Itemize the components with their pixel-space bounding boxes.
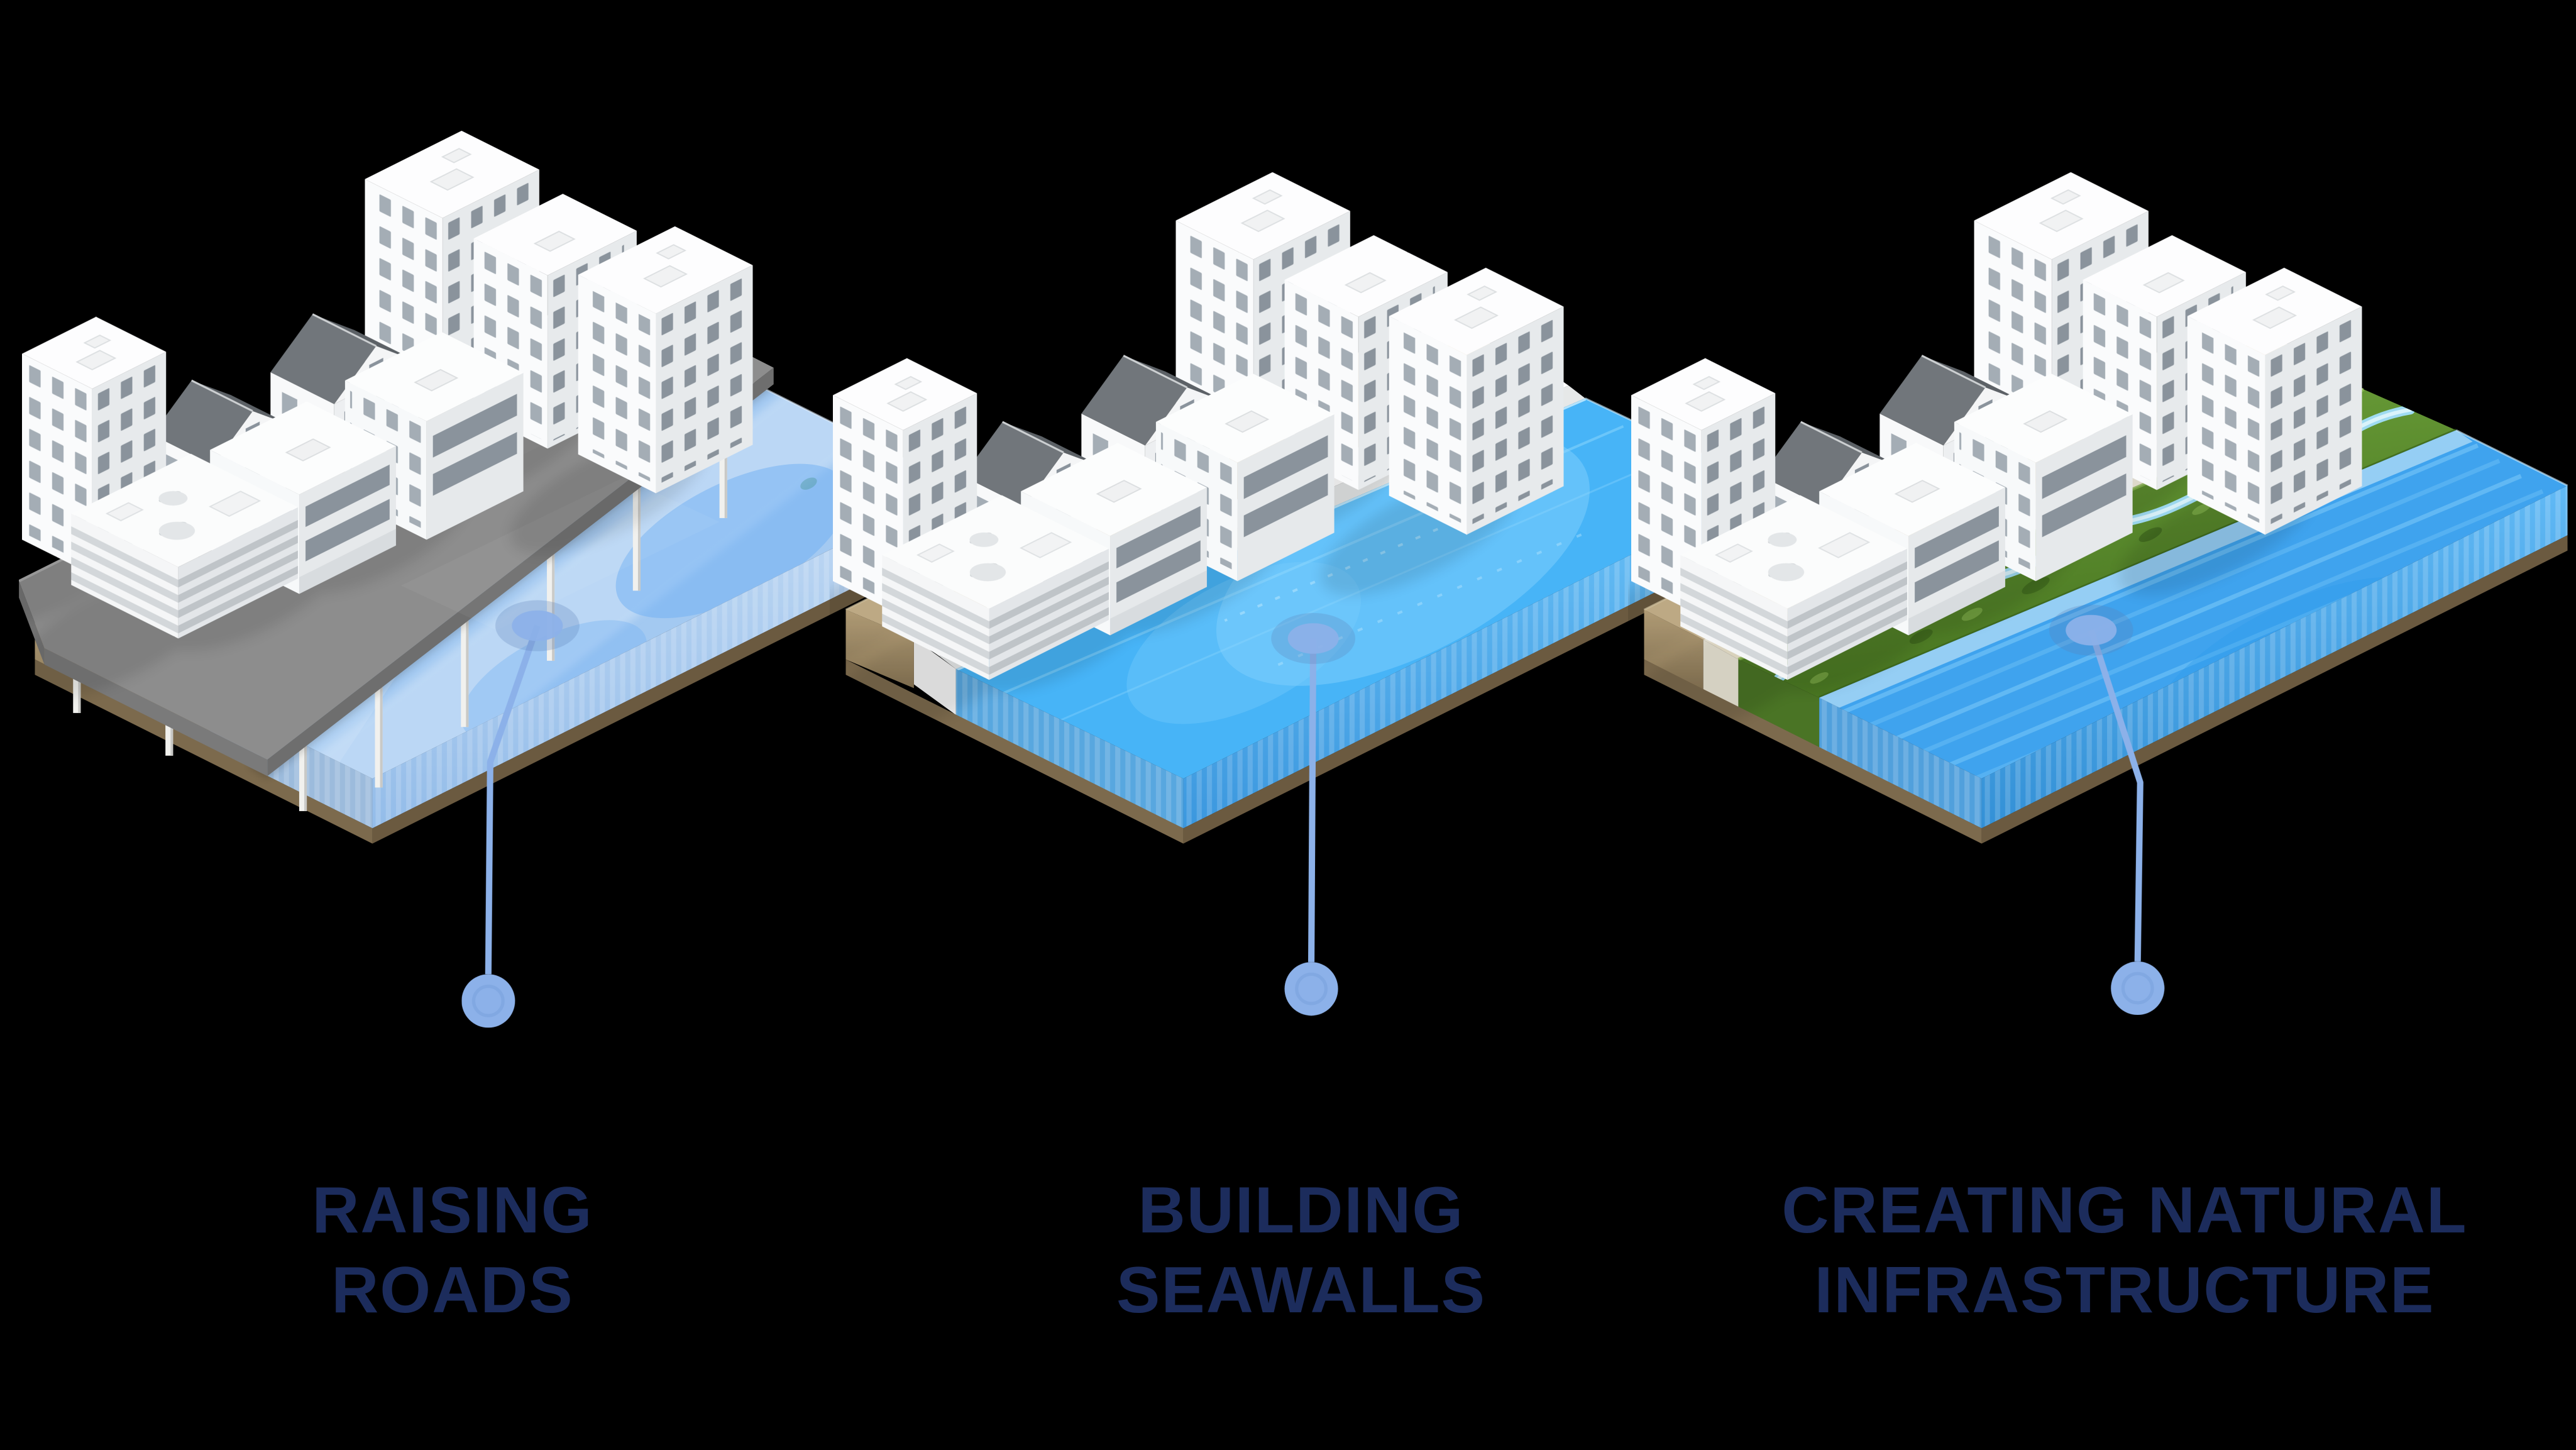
leader-line-group bbox=[2049, 604, 2165, 1016]
illustration-natural-infrastructure bbox=[1628, 38, 2568, 1016]
illustration-raising-roads bbox=[19, 38, 959, 1028]
marker-dot-ring bbox=[471, 985, 505, 1017]
leader-line bbox=[485, 624, 541, 975]
caption-line: INFRASTRUCTURE bbox=[1814, 1253, 2435, 1327]
leader-line-group bbox=[461, 600, 580, 1028]
panel-raising-roads bbox=[19, 38, 974, 1057]
leader-line bbox=[2088, 629, 2144, 962]
anchor-point bbox=[512, 610, 563, 641]
panel-natural-infrastructure bbox=[1628, 38, 2576, 1057]
leader-line bbox=[1308, 638, 1317, 963]
marker-dot bbox=[461, 974, 515, 1028]
illustration-building-seawalls bbox=[830, 38, 1770, 1016]
caption-natural-infrastructure: CREATING NATURAL INFRASTRUCTURE bbox=[1590, 1171, 2576, 1331]
caption-building-seawalls: BUILDING SEAWALLS bbox=[893, 1171, 1710, 1331]
anchor-point bbox=[2066, 614, 2117, 646]
caption-line: ROADS bbox=[331, 1253, 574, 1327]
block-side-faces bbox=[845, 485, 1770, 844]
panel-building-seawalls bbox=[830, 38, 1785, 1057]
caption-line: RAISING bbox=[312, 1174, 593, 1247]
marker-dot-ring bbox=[2121, 971, 2154, 1005]
marker-dot-ring bbox=[1295, 972, 1328, 1005]
marker-dot bbox=[1284, 962, 1338, 1016]
caption-raising-roads: RAISING ROADS bbox=[44, 1171, 861, 1331]
caption-line: BUILDING bbox=[1138, 1174, 1465, 1247]
marker-dot bbox=[2111, 961, 2165, 1016]
anchor-point bbox=[1287, 623, 1339, 654]
leader-line-group bbox=[1271, 612, 1355, 1016]
caption-line: CREATING NATURAL bbox=[1781, 1174, 2468, 1247]
caption-line: SEAWALLS bbox=[1116, 1253, 1487, 1327]
